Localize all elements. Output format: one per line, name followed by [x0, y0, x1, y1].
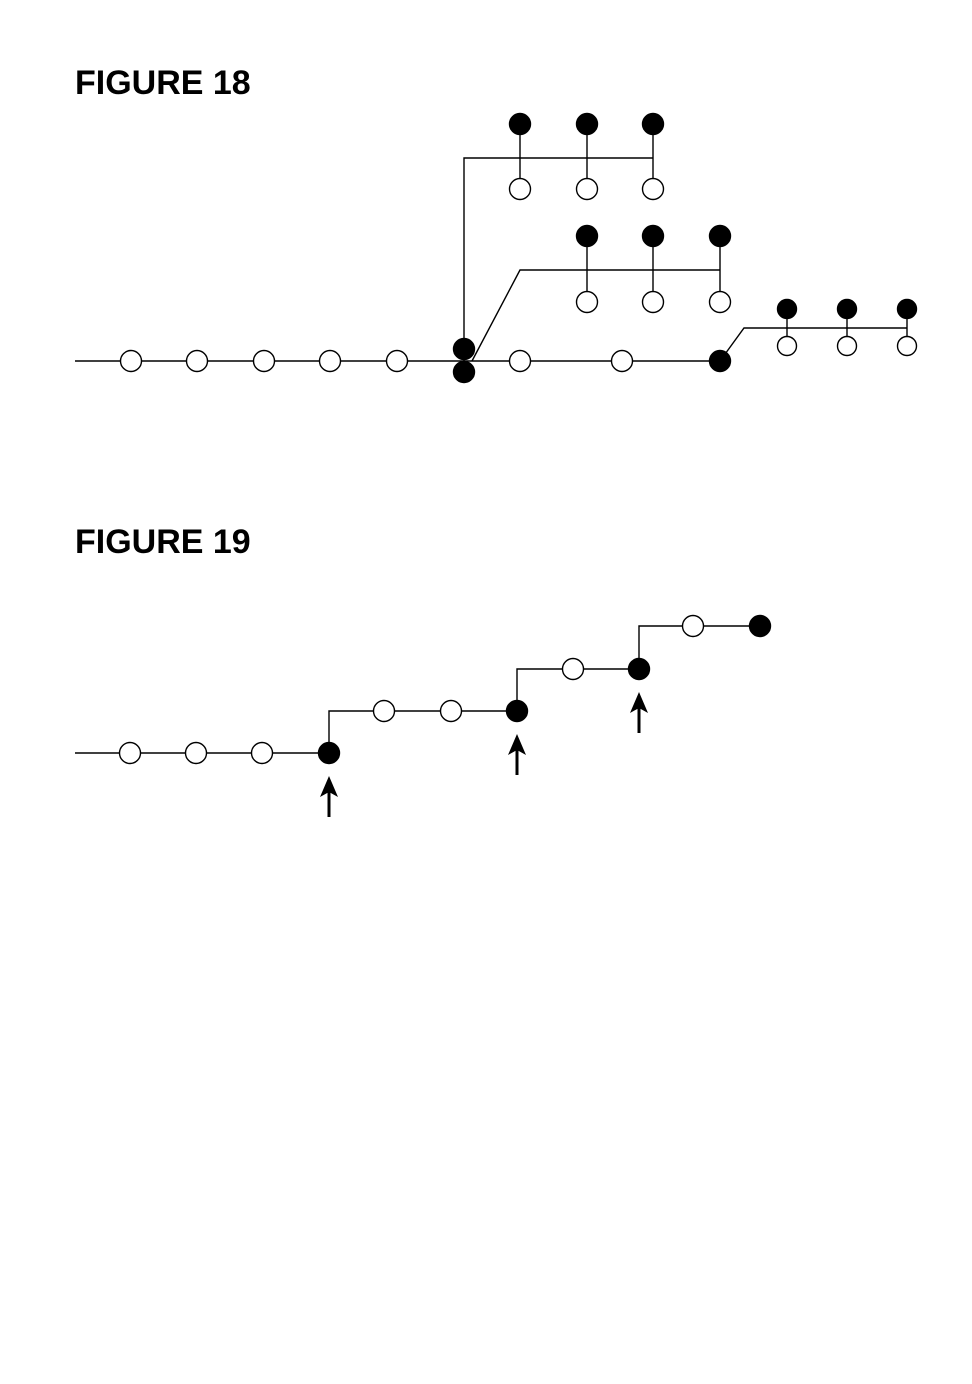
figure-18-title: FIGURE 18 — [75, 64, 251, 102]
filled-node — [896, 298, 918, 320]
open-node — [252, 349, 276, 373]
figure-18-wires — [75, 124, 908, 362]
open-node — [508, 349, 532, 373]
filled-node — [836, 298, 858, 320]
filled-node — [748, 614, 772, 638]
filled-node — [627, 657, 651, 681]
filled-node — [708, 224, 732, 248]
figure-18-middle-nodes — [575, 224, 732, 314]
open-node — [184, 741, 208, 765]
right-branch-line — [719, 327, 907, 362]
open-node — [610, 349, 634, 373]
filled-node — [452, 337, 476, 361]
open-node — [250, 741, 274, 765]
filled-node — [452, 360, 476, 384]
open-node — [575, 177, 599, 201]
filled-node — [641, 224, 665, 248]
open-node — [372, 699, 396, 723]
up-arrow-icon — [630, 692, 648, 733]
open-node — [118, 741, 142, 765]
open-node — [119, 349, 143, 373]
open-node — [776, 335, 798, 357]
filled-node — [505, 699, 529, 723]
open-node — [185, 349, 209, 373]
figure-18-main-nodes — [119, 337, 732, 384]
open-node — [385, 349, 409, 373]
figure-18-right-nodes — [776, 298, 918, 357]
filled-node — [508, 112, 532, 136]
open-node — [641, 290, 665, 314]
open-node — [575, 290, 599, 314]
figure-18-upper-nodes — [508, 112, 665, 201]
open-node — [681, 614, 705, 638]
up-arrow-icon — [508, 734, 526, 775]
up-arrow-icon — [320, 776, 338, 817]
filled-node — [708, 349, 732, 373]
filled-node — [641, 112, 665, 136]
open-node — [439, 699, 463, 723]
filled-node — [776, 298, 798, 320]
filled-node — [575, 224, 599, 248]
open-node — [318, 349, 342, 373]
figure-19-nodes — [118, 614, 772, 765]
open-node — [896, 335, 918, 357]
open-node — [641, 177, 665, 201]
filled-node — [575, 112, 599, 136]
open-node — [836, 335, 858, 357]
open-node — [508, 177, 532, 201]
open-node — [708, 290, 732, 314]
figure-18-diagram — [75, 112, 918, 384]
figure-19-diagram — [75, 614, 772, 817]
upper-branch-line — [463, 157, 653, 361]
filled-node — [317, 741, 341, 765]
figure-19-title: FIGURE 19 — [75, 523, 251, 561]
figure-19-arrows — [320, 692, 648, 817]
staircase-line — [75, 625, 760, 754]
open-node — [561, 657, 585, 681]
middle-branch-line — [471, 269, 720, 362]
